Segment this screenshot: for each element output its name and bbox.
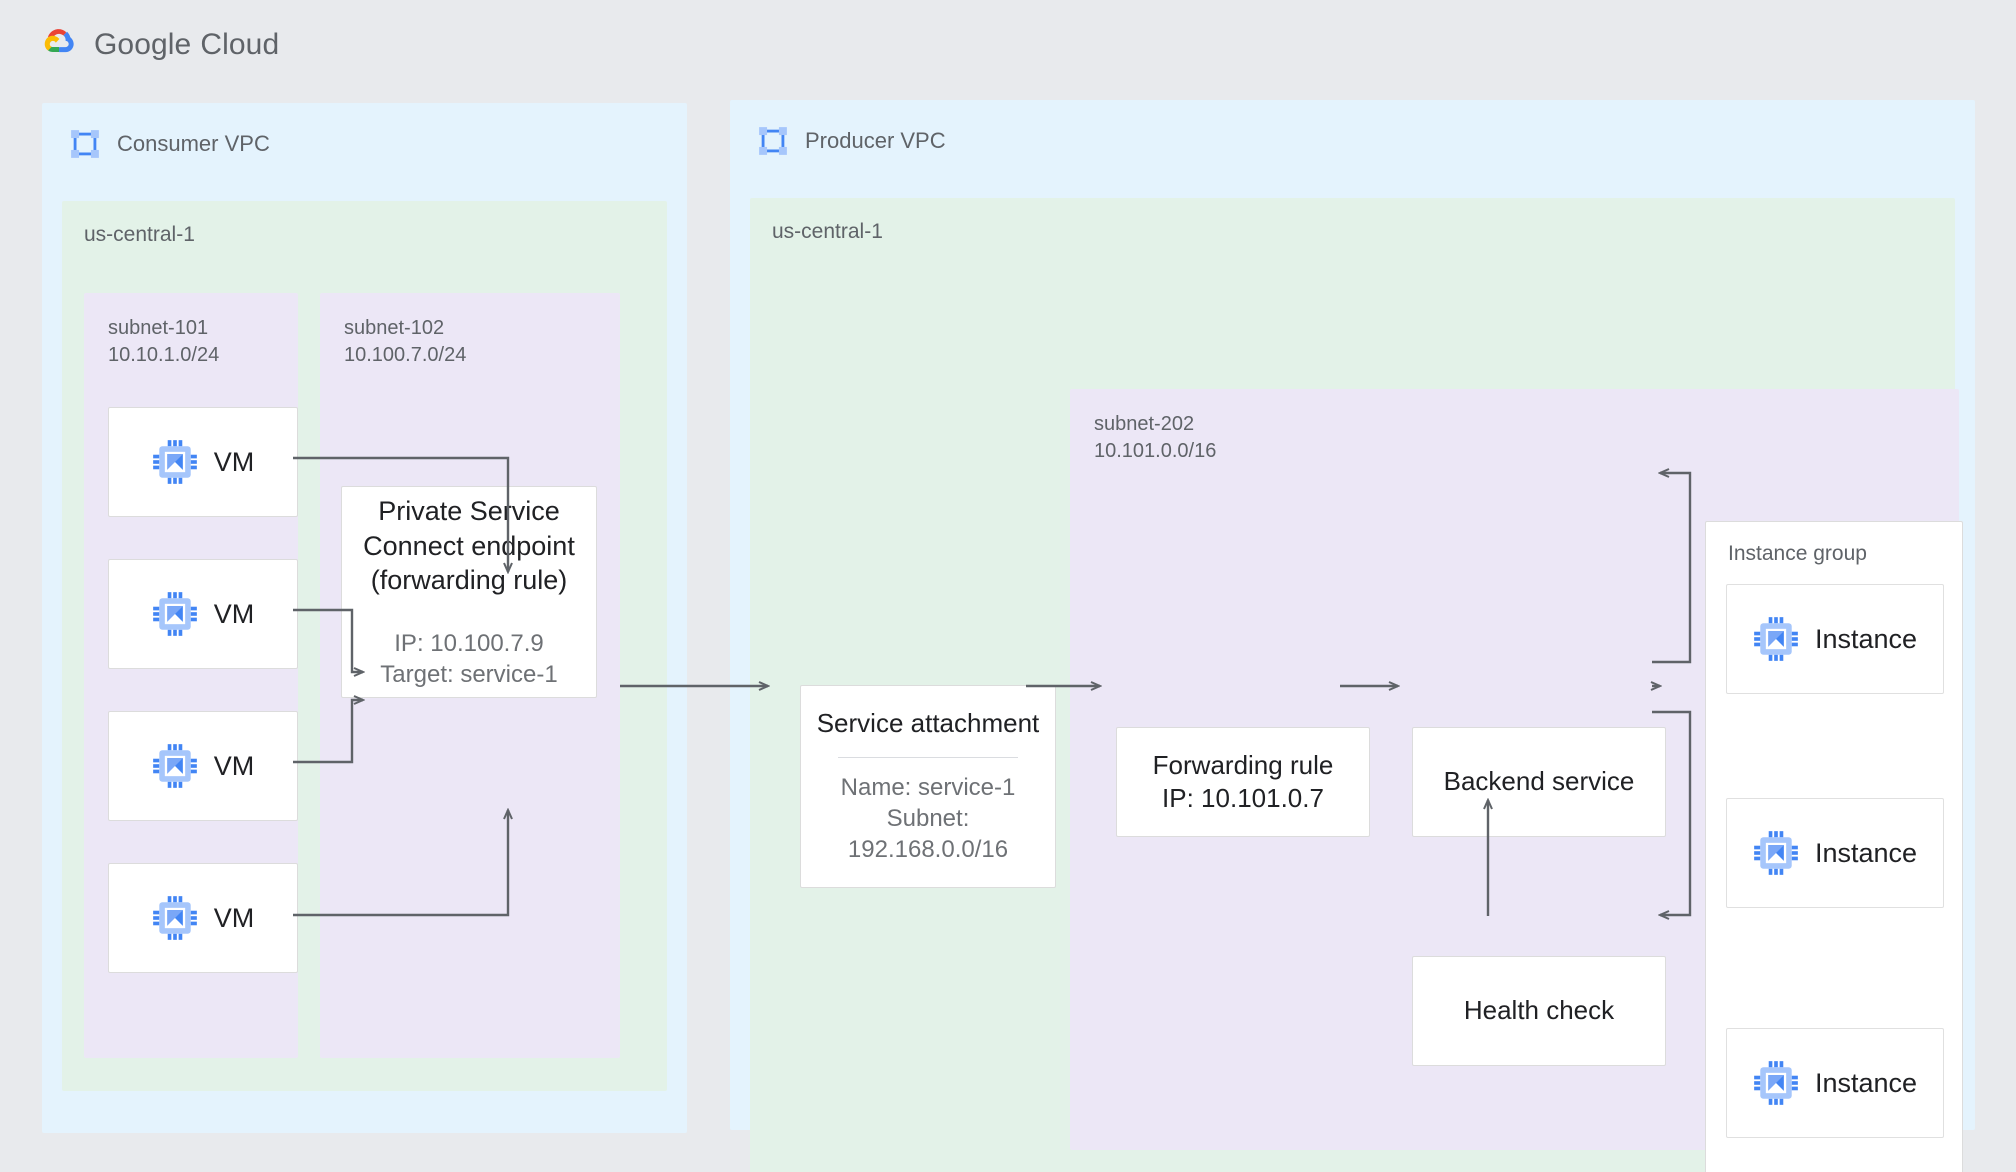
vm-4-label: VM	[213, 902, 255, 933]
subnet-102-cidr: 10.100.7.0/24	[344, 343, 467, 366]
health-check-title: Health check	[1463, 995, 1615, 1026]
instance-card-2[interactable]: Instance	[1726, 798, 1944, 908]
producer-vpc-container: Producer VPC us-central-1 Service attach…	[730, 100, 1975, 1172]
subnet-202-label: subnet-202 10.101.0.0/16	[1094, 411, 1216, 464]
instance-group-label: Instance group	[1728, 542, 1867, 565]
subnet-202-container: subnet-202 10.101.0.0/16 Forwarding rule…	[1070, 389, 1963, 1172]
service-attachment-content: Service attachment Name: service-1 Subne…	[801, 686, 1055, 887]
service-attachment-name: Name: service-1	[840, 774, 1016, 802]
service-attachment-divider	[838, 756, 1018, 759]
vm-2-label: VM	[213, 598, 255, 629]
wire-backend-to-instance-1	[1652, 473, 1692, 664]
psc-target: Target: service-1	[380, 660, 558, 688]
forwarding-rule-line-2: IP: 10.101.0.7	[1162, 783, 1324, 813]
wire-vm1-to-psc	[293, 456, 508, 572]
subnet-102-container: subnet-102 10.100.7.0/24 Private Service…	[320, 293, 620, 1058]
forwarding-rule-line-1: Forwarding rule	[1152, 749, 1334, 780]
psc-title-line-1: Private Service	[378, 496, 560, 526]
wire-vm4-to-psc	[293, 810, 508, 917]
vm-3-row: VM	[109, 712, 297, 820]
instance-3-row: Instance	[1727, 1029, 1943, 1137]
vm-1-label: VM	[213, 446, 255, 477]
vm-card-4[interactable]: VM	[108, 863, 298, 973]
instance-2-row: Instance	[1727, 799, 1943, 907]
vm-chip-icon	[152, 744, 197, 788]
vm-3-label: VM	[213, 750, 255, 781]
subnet-102-label: subnet-102 10.100.7.0/24	[344, 315, 466, 368]
vm-chip-icon	[1754, 831, 1798, 875]
vm-chip-icon	[152, 592, 197, 636]
instance-1-label: Instance	[1814, 623, 1918, 654]
backend-service-card[interactable]: Backend service	[1412, 727, 1666, 837]
psc-title-line-3: (forwarding rule)	[370, 565, 568, 596]
wire-backend-to-instance-3	[1652, 710, 1692, 915]
service-attachment-title: Service attachment	[816, 708, 1040, 739]
subnet-102-name: subnet-102	[344, 317, 445, 339]
consumer-region-label: us-central-1	[84, 223, 195, 246]
brand-cloud: Cloud	[200, 28, 280, 61]
vm-chip-icon	[1754, 617, 1798, 661]
instance-2-label: Instance	[1814, 837, 1918, 868]
consumer-region-container: us-central-1 subnet-101 10.10.1.0/24	[62, 201, 667, 1091]
vm-chip-icon	[1754, 1061, 1798, 1105]
vm-card-2[interactable]: VM	[108, 559, 298, 669]
producer-region-container: us-central-1 Service attachment Name: se…	[750, 198, 1963, 1172]
instance-group-container: Instance group	[1705, 521, 1963, 1172]
instance-3-label: Instance	[1814, 1067, 1918, 1098]
consumer-vpc-header: Consumer VPC	[68, 127, 270, 161]
vm-card-1[interactable]: VM	[108, 407, 298, 517]
instance-card-3[interactable]: Instance	[1726, 1028, 1944, 1138]
subnet-202-name: subnet-202	[1094, 413, 1195, 435]
producer-vpc-header: Producer VPC	[756, 124, 946, 158]
psc-endpoint-meta: IP: 10.100.7.9 Target: service-1	[380, 628, 557, 690]
subnet-101-label: subnet-101 10.10.1.0/24	[108, 315, 219, 368]
service-attachment-subnet-cidr: 192.168.0.0/16	[847, 836, 1009, 864]
forwarding-rule-card[interactable]: Forwarding rule IP: 10.101.0.7	[1116, 727, 1370, 837]
vpc-icon	[759, 127, 787, 155]
wire-vm2-to-psc	[293, 608, 363, 672]
google-cloud-logo-icon	[44, 29, 74, 53]
subnet-101-cidr: 10.10.1.0/24	[108, 343, 220, 366]
service-attachment-card[interactable]: Service attachment Name: service-1 Subne…	[800, 685, 1056, 888]
backend-service-title: Backend service	[1443, 766, 1635, 797]
vm-4-row: VM	[109, 864, 297, 972]
subnet-101-name: subnet-101	[108, 317, 209, 339]
psc-title-line-2: Connect endpoint	[363, 530, 575, 561]
health-check-card[interactable]: Health check	[1412, 956, 1666, 1066]
forwarding-rule-title: Forwarding rule IP: 10.101.0.7	[1153, 749, 1334, 816]
psc-endpoint-title: Private Service Connect endpoint (forwar…	[363, 494, 575, 598]
health-check-content: Health check	[1413, 957, 1665, 1065]
producer-vpc-title: Producer VPC	[805, 128, 946, 153]
service-attachment-meta: Name: service-1 Subnet: 192.168.0.0/16	[841, 772, 1016, 866]
subnet-101-container: subnet-101 10.10.1.0/24	[84, 293, 298, 1058]
brand-google: Google	[94, 28, 192, 61]
wire-vm3-to-psc	[293, 700, 363, 764]
vm-chip-icon	[152, 896, 197, 940]
forwarding-rule-content: Forwarding rule IP: 10.101.0.7	[1117, 728, 1369, 836]
psc-endpoint-content: Private Service Connect endpoint (forwar…	[342, 487, 596, 697]
vm-card-3[interactable]: VM	[108, 711, 298, 821]
consumer-vpc-container: Consumer VPC us-central-1 subnet-101 10.…	[42, 103, 687, 1133]
instance-card-1[interactable]: Instance	[1726, 584, 1944, 694]
instance-1-row: Instance	[1727, 585, 1943, 693]
vm-2-row: VM	[109, 560, 297, 668]
vm-1-row: VM	[109, 408, 297, 516]
subnet-202-cidr: 10.101.0.0/16	[1094, 439, 1217, 462]
backend-service-content: Backend service	[1413, 728, 1665, 836]
service-attachment-subnet-label: Subnet:	[886, 805, 970, 833]
producer-region-label: us-central-1	[772, 220, 883, 243]
consumer-vpc-title: Consumer VPC	[117, 131, 270, 156]
vm-chip-icon	[152, 440, 197, 484]
vpc-icon	[71, 130, 99, 158]
psc-ip: IP: 10.100.7.9	[394, 629, 544, 657]
psc-endpoint-card[interactable]: Private Service Connect endpoint (forwar…	[341, 486, 597, 698]
